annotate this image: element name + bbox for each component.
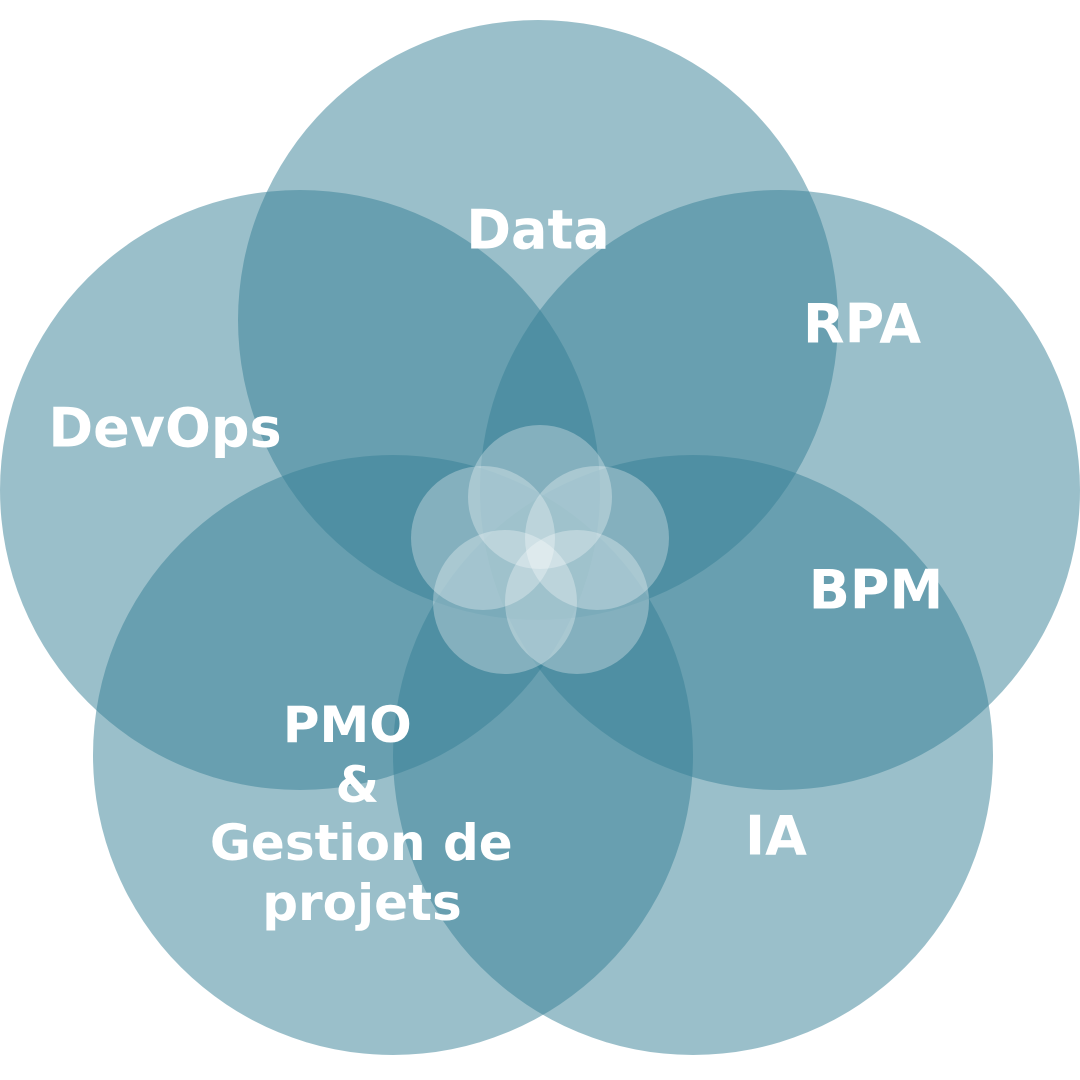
label-pmo: PMO & Gestion de projets [210,696,530,932]
center-petal-4 [433,530,577,674]
petal-circles [0,20,1080,1055]
label-rpa: RPA [803,293,921,356]
center-flower [411,425,669,674]
center-petal-2 [525,466,669,610]
label-pmo-line-3: Gestion de [210,814,513,872]
label-data: Data [466,199,610,262]
petal-labels: Data RPA BPM IA PMO & Gestion de projets… [48,199,943,932]
label-pmo-line-4: projets [262,874,462,932]
circle-devops [0,190,600,790]
label-bpm: BPM [809,559,943,622]
center-petal-1 [468,425,612,569]
label-pmo-line-1: PMO [283,696,412,754]
label-ia: IA [745,805,807,868]
label-pmo-line-2: & [335,756,379,814]
center-petal-5 [411,466,555,610]
center-petal-3 [505,530,649,674]
label-devops: DevOps [48,397,281,460]
